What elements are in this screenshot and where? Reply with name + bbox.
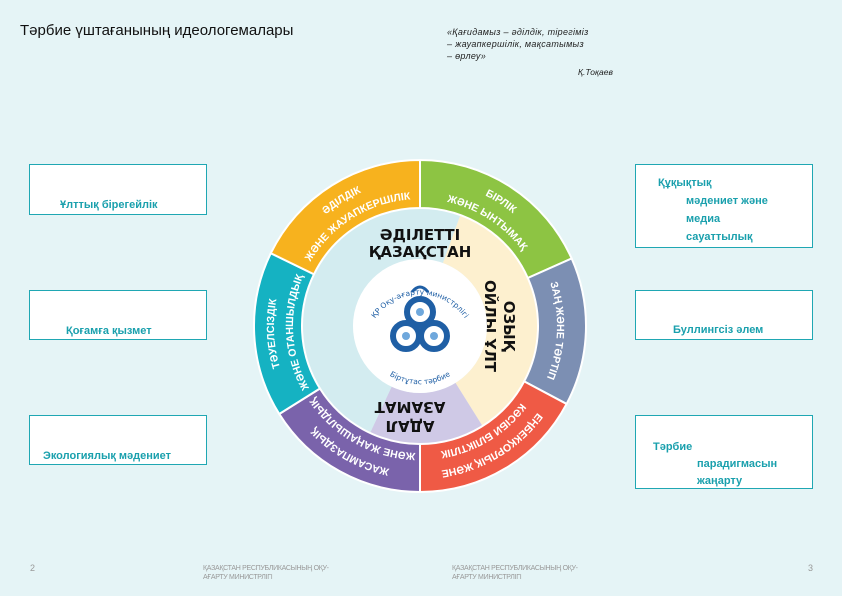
logo-swirl-icon [418, 320, 450, 352]
page-number-right: 3 [808, 563, 814, 573]
quote-line: «Қағидамыз – әділдік, тірегіміз [447, 27, 589, 37]
inner-sector [299, 205, 462, 435]
box-no-bullying: Буллингсіз әлем [635, 290, 813, 340]
box-label: мәдениет және [686, 195, 768, 207]
box-legal-culture: Құқықтық мәдениет және медиа сауаттылық [635, 164, 813, 248]
footer-line: АҒАРТУ МИНИСТРЛІГІ [452, 574, 522, 581]
inner-label: ҚАЗАҚСТАН [369, 243, 472, 261]
box-label: медиа [686, 213, 721, 225]
inner-label: ӘДІЛЕТТІ [380, 226, 460, 244]
page-number-left: 2 [30, 563, 36, 573]
box-label: сауаттылық [686, 231, 753, 243]
inner-sector [369, 382, 484, 446]
box-ecological-culture: Экологиялық мәдениет [29, 415, 207, 465]
inner-label: АДАЛ [385, 417, 434, 435]
box-label: Экологиялық мәдениет [43, 450, 172, 462]
box-paradigm-renewal: Тәрбие парадигмасын жаңарту [635, 415, 813, 489]
footer-line: ҚАЗАҚСТАН РЕСПУБЛИКАСЫНЫҢ ОҚУ- [203, 565, 329, 572]
page-title: Тәрбие үштағанының идеологемалары [20, 22, 294, 39]
quote: «Қағидамыз – әділдік, тірегіміз – жауапк… [447, 26, 589, 62]
quote-line: – өрлеу» [447, 51, 487, 61]
footer-ministry-right: ҚАЗАҚСТАН РЕСПУБЛИКАСЫНЫҢ ОҚУ- АҒАРТУ МИН… [452, 564, 578, 582]
inner-label: ОЙЛЫ ҰЛТ [481, 280, 500, 373]
box-public-service: Қоғамға қызмет [29, 290, 207, 340]
footer-line: АҒАРТУ МИНИСТРЛІГІ [203, 574, 273, 581]
inner-label: АЗАМАТ [374, 398, 445, 416]
box-label: Буллингсіз әлем [673, 324, 764, 336]
logo-swirl-dot [402, 332, 410, 340]
box-label: Құқықтық [658, 177, 712, 189]
logo-ornament-icon [410, 285, 430, 293]
box-label: жаңарту [697, 475, 743, 487]
outer-segment [269, 158, 421, 276]
logo-swirl-dot [416, 308, 424, 316]
footer-line: ҚАЗАҚСТАН РЕСПУБЛИКАСЫНЫҢ ОҚУ- [452, 565, 578, 572]
box-national-identity: Ұлттық бірегейлік [29, 164, 207, 215]
footer-ministry-left: ҚАЗАҚСТАН РЕСПУБЛИКАСЫНЫҢ ОҚУ- АҒАРТУ МИН… [203, 564, 329, 582]
box-label: Ұлттық бірегейлік [60, 199, 158, 211]
box-label: Қоғамға қызмет [66, 325, 152, 337]
quote-line: – жауапкершілік, мақсатымыз [447, 39, 584, 49]
quote-author: Қ.Тоқаев [578, 67, 613, 77]
box-label: парадигмасын [697, 458, 778, 470]
logo-swirl-icon [404, 296, 436, 328]
inner-sector [442, 213, 540, 428]
box-label: Тәрбие [653, 441, 693, 453]
logo-swirl-dot [430, 332, 438, 340]
inner-label: ОЗЫҚ [500, 301, 518, 353]
